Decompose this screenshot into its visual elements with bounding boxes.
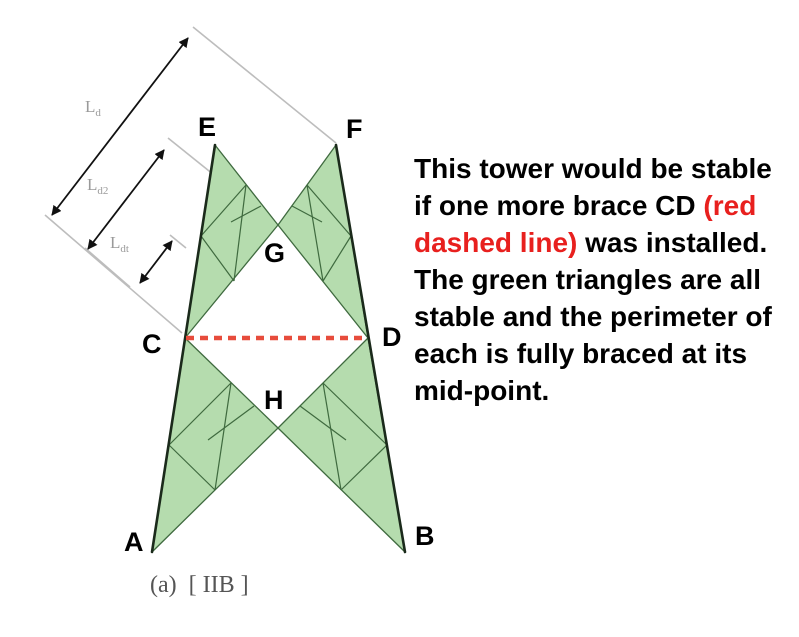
label-e: E [198, 112, 216, 142]
right-leg [334, 143, 407, 554]
description-highlight: (red dashed line) [414, 190, 757, 258]
label-a: A [124, 527, 144, 557]
internal-bracing [168, 184, 388, 491]
label-g: G [264, 238, 285, 268]
left-leg [150, 143, 217, 554]
description-text: This tower would be stable if one more b… [414, 150, 784, 409]
ldt-label: Ldt [110, 233, 129, 255]
dimension-arrows [51, 37, 189, 284]
label-c: C [142, 329, 162, 359]
triangle-lower-left [151, 337, 279, 553]
label-d: D [382, 322, 402, 352]
description-part1: This tower would be stable if one more b… [414, 153, 772, 221]
label-h: H [264, 385, 284, 415]
stable-triangles [151, 144, 406, 553]
description-part2: was installed. The green triangles are a… [414, 227, 772, 406]
tower-legs [150, 143, 407, 554]
ld-dimension-arrow [51, 37, 189, 216]
figure-caption: (a) [ IIB ] [150, 572, 249, 598]
triangle-upper-right [277, 144, 369, 339]
ld2-label: Ld2 [87, 175, 108, 197]
label-f: F [346, 114, 363, 144]
ldt-dimension-arrow [139, 240, 173, 284]
label-b: B [415, 521, 435, 551]
ld-label: Ld [85, 97, 101, 119]
ld2-dimension-arrow [87, 149, 165, 250]
